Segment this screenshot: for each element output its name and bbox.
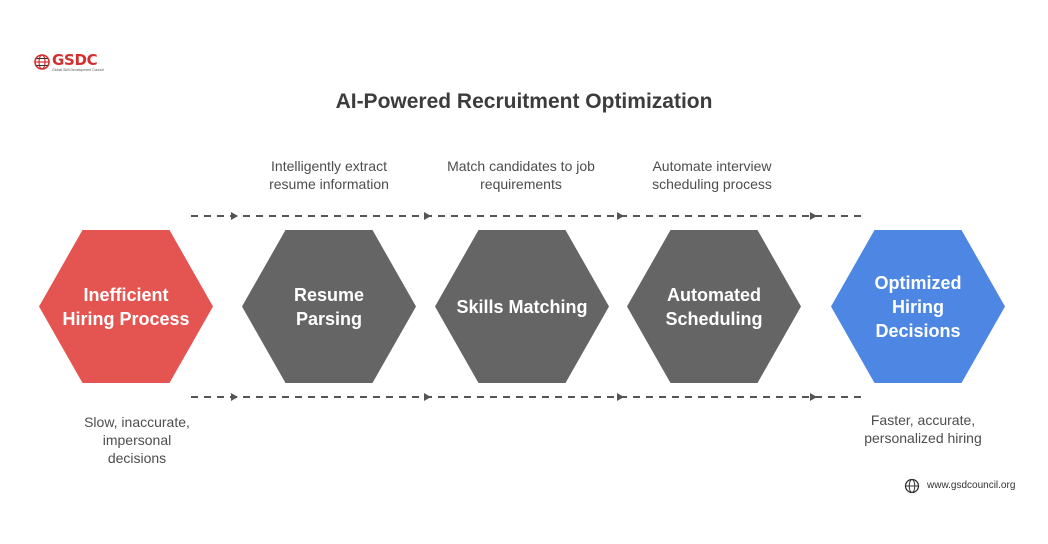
stage-automated-scheduling: Automated Scheduling [627,230,801,383]
gsdc-logo: GSDC Global Skill Development Council [34,50,114,74]
stage-label: Inefficient Hiring Process [62,284,190,329]
description-resume-parsing: Intelligently extract resume information [269,158,389,192]
description-problem: Slow, inaccurate, impersonal decisions [84,414,190,466]
stage-label: Skills Matching [456,296,588,317]
arrow-head [424,212,431,220]
logo-tagline: Global Skill Development Council [52,68,104,72]
arrow-head [231,393,238,401]
description-outcome: Faster, accurate, personalized hiring [864,412,982,446]
stage-resume-parsing: Resume Parsing [242,230,416,383]
arrow-head [617,393,624,401]
page-title: AI-Powered Recruitment Optimization [335,90,713,113]
stage-inefficient-hiring-process: Inefficient Hiring Process [39,230,213,383]
stage-label: Optimized Hiring Decisions [874,272,962,341]
arrow-head [231,212,238,220]
arrow-head [810,393,817,401]
footer-url: www.gsdcouncil.org [927,480,1016,491]
description-skills-matching: Match candidates to job requirements [447,158,595,192]
stage-optimized-hiring-decisions: Optimized Hiring Decisions [831,230,1005,383]
stage-skills-matching: Skills Matching [435,230,609,383]
arrow-head [424,393,431,401]
arrow-head [810,212,817,220]
globe-icon [34,54,50,70]
stage-label: Automated Scheduling [665,284,763,329]
arrow-head [617,212,624,220]
description-automated-scheduling: Automate interview scheduling process [652,158,772,192]
globe-icon [904,478,920,494]
stage-label: Resume Parsing [293,284,365,329]
logo-text: GSDC [52,51,98,69]
